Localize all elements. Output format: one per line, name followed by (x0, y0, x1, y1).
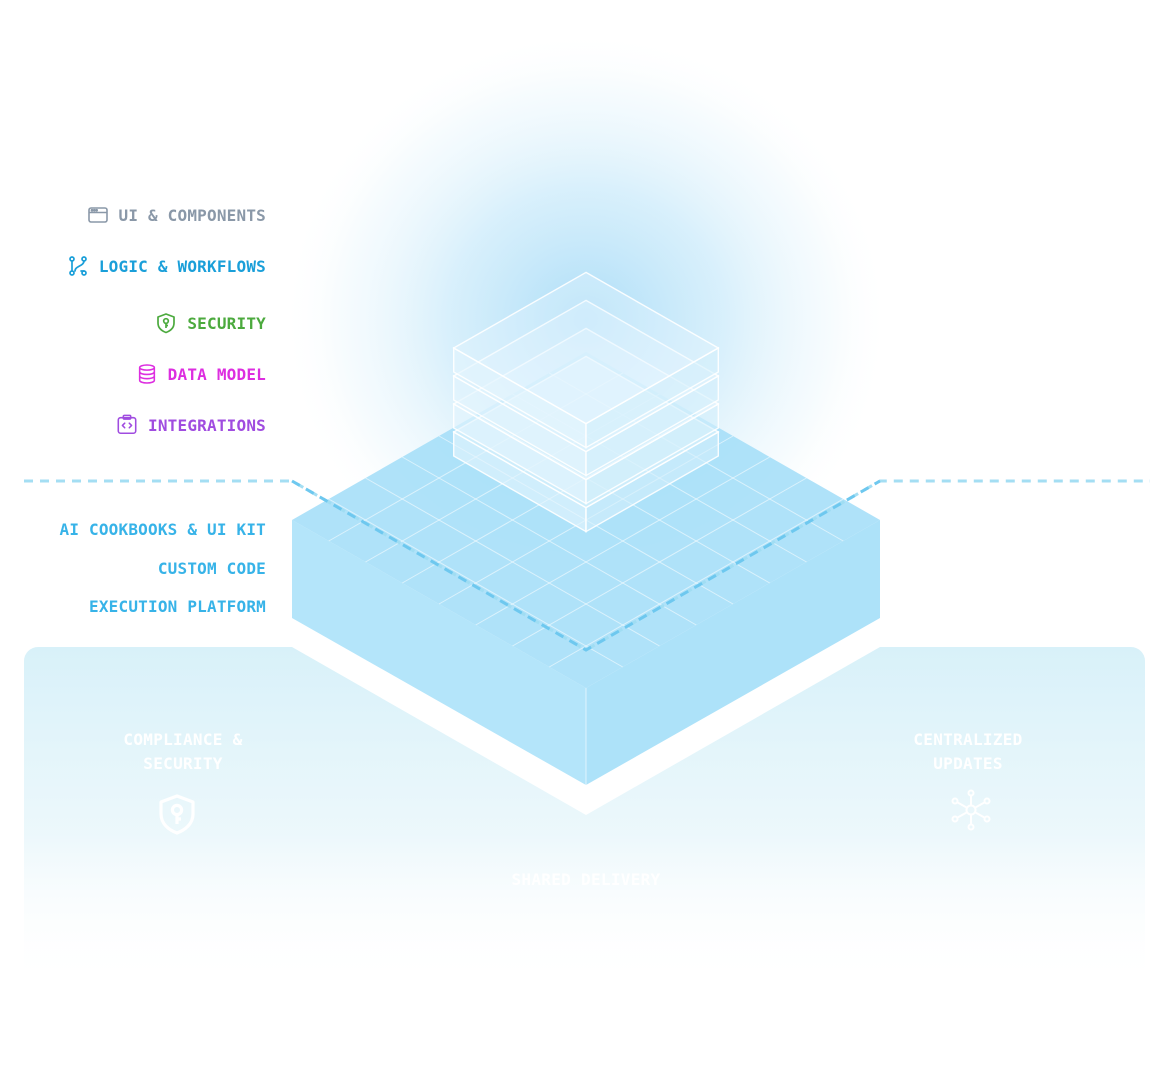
layer-label-text: UI & COMPONENTS (118, 205, 266, 225)
feature-updates-label: CENTRALIZED UPDATES (913, 730, 1023, 773)
base-label-custom-code: CUSTOM CODE (157, 559, 266, 578)
layer-label-text: INTEGRATIONS (148, 415, 266, 435)
base-panel (24, 647, 1145, 987)
browser-window-icon (87, 207, 108, 223)
base-label-execution-platform: EXECUTION PLATFORM (89, 597, 266, 616)
layer-label-data-model: DATA MODEL (136, 363, 266, 385)
stacked-layers (452, 271, 720, 533)
layer-slab-top (452, 299, 720, 453)
layer-label-ui: UI & COMPONENTS (87, 204, 267, 226)
base-label-cookbooks: AI COOKBOOKS & UI KIT (59, 520, 266, 539)
workflow-branch-icon (68, 256, 87, 276)
layer-label-text: LOGIC & WORKFLOWS (98, 256, 266, 276)
dashed-divider-inner (291, 479, 881, 652)
layer-label-security: SECURITY (155, 312, 266, 334)
layer-label-text: DATA MODEL (167, 364, 266, 384)
platform-left-face (292, 520, 586, 785)
dashed-divider (24, 479, 1150, 652)
layer-label-logic: LOGIC & WORKFLOWS (67, 255, 266, 277)
shield-key-icon (159, 794, 195, 835)
shield-key-icon (157, 313, 176, 334)
code-plugin-icon (117, 414, 137, 435)
platform-right-face (586, 520, 880, 785)
layer-label-integrations: INTEGRATIONS (116, 414, 266, 436)
database-icon (138, 364, 155, 384)
feature-delivery-label: SHARED DELIVERY (511, 870, 661, 889)
layer-label-text: SECURITY (187, 313, 266, 333)
layer-slab-top (452, 271, 720, 425)
feature-compliance-label: COMPLIANCE & SECURITY (123, 730, 243, 773)
network-hub-icon (951, 789, 991, 831)
